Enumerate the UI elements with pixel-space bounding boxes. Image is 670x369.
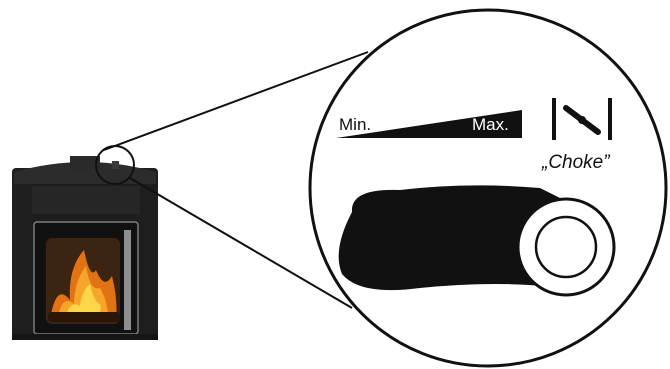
stove-top-plate bbox=[14, 162, 156, 184]
air-regulation-wedge bbox=[336, 110, 522, 138]
min-label: Min. bbox=[339, 115, 371, 134]
max-label: Max. bbox=[472, 115, 509, 134]
lever-knob-inner bbox=[534, 215, 598, 279]
zoom-line-top bbox=[103, 51, 369, 151]
control-lever-nub bbox=[112, 161, 119, 169]
choke-label: „Choke” bbox=[541, 152, 611, 173]
fire-flames bbox=[48, 250, 120, 322]
stove-base bbox=[12, 334, 158, 340]
stove-illustration bbox=[12, 156, 158, 340]
zoom-line-bottom bbox=[129, 177, 353, 309]
control-lever-body bbox=[338, 185, 560, 291]
door-handle bbox=[124, 230, 131, 330]
stove-upper-panel bbox=[32, 186, 140, 214]
flue-collar bbox=[70, 156, 100, 170]
choke-damper-icon bbox=[552, 98, 612, 140]
